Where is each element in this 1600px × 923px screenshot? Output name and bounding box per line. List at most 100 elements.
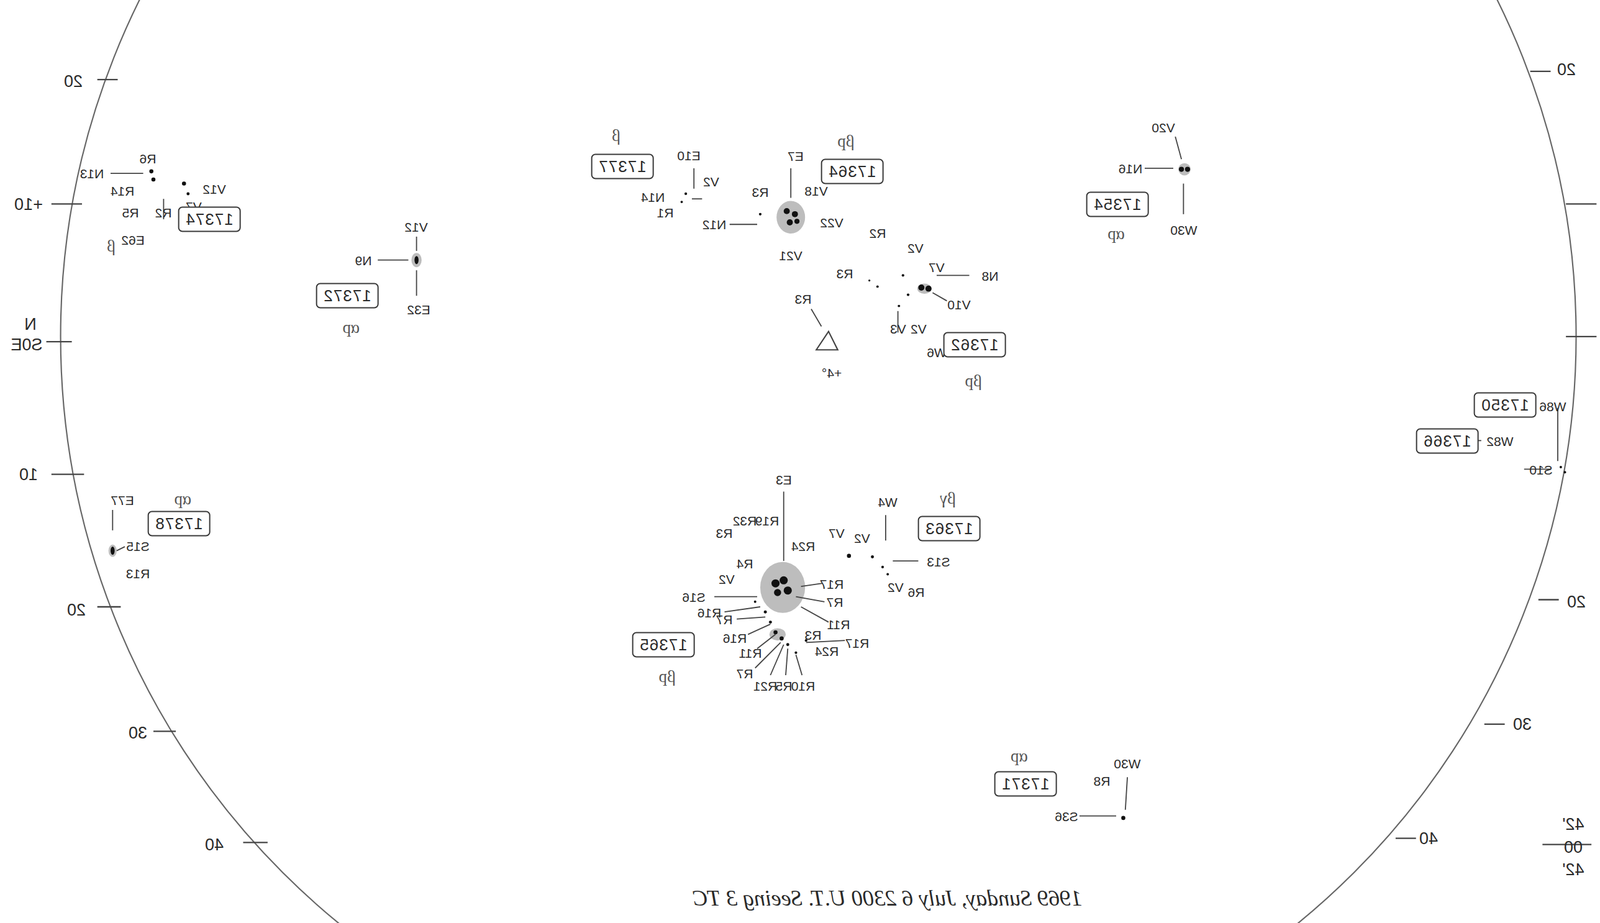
spot-label: N16 — [1118, 162, 1143, 176]
umbrae — [110, 166, 1566, 820]
spot-label: V2 — [718, 572, 735, 586]
spot-class: βp — [658, 667, 676, 687]
spot-label: W4 — [878, 495, 899, 509]
spot-label: V7 — [828, 526, 845, 540]
spot-label: R11 — [738, 646, 762, 660]
spot-label: W30 — [1114, 756, 1141, 770]
latitude-label: +10 — [14, 195, 43, 213]
spot-label: R11 — [827, 618, 851, 632]
region-number-box: 17377β — [590, 153, 654, 179]
spot-label: V2 — [888, 580, 905, 594]
latitude-label: 30 — [128, 724, 148, 741]
region-number: 17364 — [827, 162, 876, 181]
spot-label: R1 — [657, 205, 674, 219]
region-number: 17372 — [322, 286, 371, 305]
spot-label: V12 — [404, 219, 428, 233]
spot-label: R16 — [722, 631, 748, 645]
spot-label: V3 — [890, 322, 907, 336]
spot-label: V22 — [819, 216, 843, 230]
latitude-label: S0E — [10, 336, 43, 354]
spot-label: E7 — [788, 149, 805, 163]
spot-label: W86 — [1539, 399, 1567, 413]
region-number: 17371 — [1001, 773, 1050, 793]
spot-label: R21 — [753, 679, 778, 693]
spot-class: β — [106, 236, 116, 256]
latitude-label: 20 — [63, 73, 83, 91]
spot-label: R5 — [122, 205, 140, 219]
spot-label: R6 — [908, 585, 925, 599]
latitude-label: 20 — [1557, 60, 1576, 78]
region-number-box: 17362βp — [942, 332, 1006, 358]
penumbrae — [108, 163, 1191, 641]
spot-label: V2 — [703, 175, 720, 189]
spot-label: R17 — [845, 636, 870, 650]
spot-label: V10 — [947, 297, 971, 311]
spot-label: N12 — [702, 218, 727, 232]
spot-label: R14 — [110, 184, 135, 198]
spot-label: E62 — [121, 233, 145, 247]
region-number: 17362 — [950, 335, 999, 355]
spot-class: αp — [1010, 746, 1028, 766]
spot-label: R3 — [751, 185, 769, 199]
region-number-box: 17363βγ — [917, 516, 981, 542]
spot-label: V2 — [907, 241, 924, 255]
spot-class: βγ — [939, 488, 956, 509]
spot-label: R3 — [836, 267, 854, 281]
spot-label: R7 — [736, 667, 754, 681]
region-number: 17365 — [639, 635, 687, 655]
region-number: 17350 — [1481, 395, 1530, 415]
latitude-label: 10 — [19, 465, 38, 483]
leader-lines — [110, 136, 1558, 817]
spot-label: E77 — [110, 493, 134, 507]
spot-label: W30 — [1170, 222, 1197, 237]
solar-limb — [60, 0, 1577, 923]
region-number-box: 17365βp — [631, 632, 695, 658]
spot-label: E3 — [775, 473, 792, 487]
spot-label: N13 — [80, 167, 105, 181]
latitude-label: 20 — [1567, 593, 1586, 611]
region-number-box: 17374β — [177, 206, 241, 233]
spot-class: αp — [342, 318, 360, 338]
caption: 1969 Sunday, July 6 2300 U.T. Seeing 3 T… — [693, 886, 1082, 910]
spot-label: V18 — [804, 184, 828, 198]
spot-label: R8 — [1093, 773, 1111, 787]
latitude-label: 20 — [67, 601, 86, 619]
region-number-box: 17371αp — [993, 770, 1057, 797]
spot-class: βp — [837, 131, 855, 151]
region-number: 17374 — [185, 209, 233, 229]
spot-class: βp — [964, 371, 982, 391]
reference-triangle — [816, 331, 838, 351]
region-number-box: 17364βp — [820, 159, 884, 185]
region-number-box: 17350 — [1473, 392, 1537, 419]
spot-label: +4° — [821, 365, 842, 379]
spot-label: E32 — [406, 302, 430, 316]
spot-label: N8 — [981, 268, 999, 282]
spot-label: S16 — [681, 590, 705, 604]
spot-label: R13 — [126, 567, 151, 581]
spot-label: S15 — [126, 539, 150, 553]
region-number-box: 17354αp — [1085, 191, 1149, 217]
spot-class: αp — [173, 489, 192, 509]
latitude-label: N — [24, 316, 38, 333]
spot-label: V2 — [910, 322, 927, 336]
spot-label: W82 — [1486, 434, 1514, 448]
spot-label: E10 — [677, 148, 700, 162]
region-number: 17366 — [1422, 431, 1471, 450]
spot-label: S10 — [1529, 462, 1553, 476]
spot-label: R2 — [154, 205, 172, 219]
latitude-label: 42' — [1562, 816, 1585, 833]
spot-label: R6 — [139, 151, 157, 165]
spot-class: αp — [1107, 224, 1125, 244]
spot-label: R24 — [814, 644, 839, 658]
spot-label: N9 — [354, 253, 372, 267]
spot-label: V2 — [854, 531, 871, 545]
latitude-label: 42' — [1562, 860, 1585, 878]
region-number: 17354 — [1093, 194, 1141, 214]
spot-label: R19 — [755, 513, 780, 527]
spot-label: R4 — [736, 556, 754, 570]
region-number: 17377 — [598, 156, 646, 176]
spot-label: R10 — [791, 679, 816, 693]
latitude-label: 30 — [1513, 716, 1532, 733]
spot-label: V12 — [202, 181, 226, 196]
